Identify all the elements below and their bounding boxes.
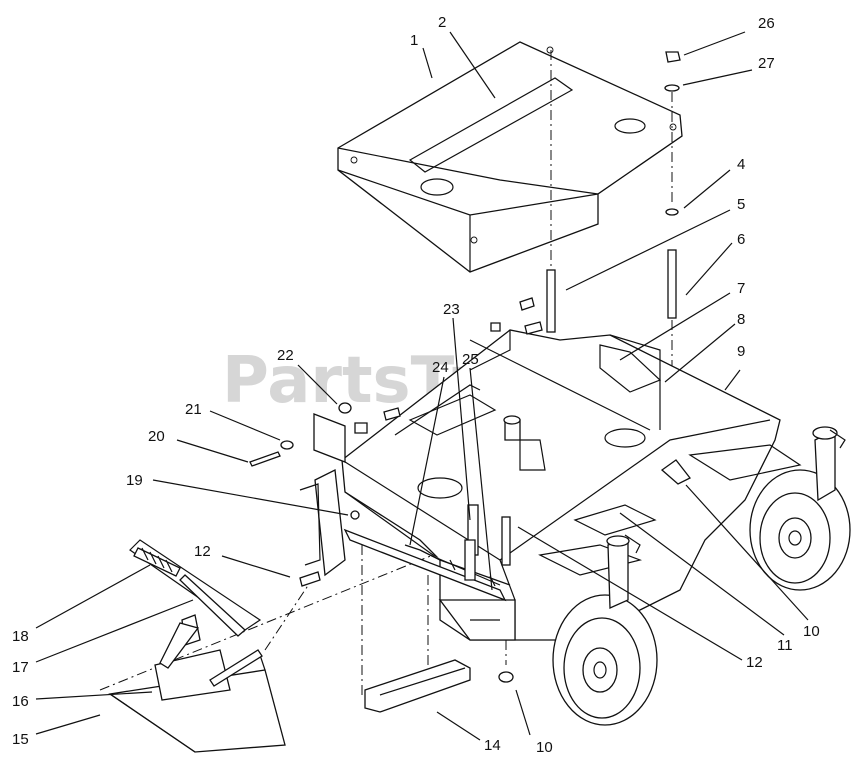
callout-9: 9 xyxy=(737,343,745,360)
callout-1: 1 xyxy=(410,32,418,49)
callout-20: 20 xyxy=(148,428,165,445)
side-bracket-hardware xyxy=(249,297,543,520)
callout-6: 6 xyxy=(737,231,745,248)
callout-leaders xyxy=(35,31,809,741)
callout-15: 15 xyxy=(12,731,29,748)
callout-10-right: 10 xyxy=(803,623,820,640)
lock-nuts xyxy=(498,459,691,683)
callout-22: 22 xyxy=(277,347,294,364)
callout-17: 17 xyxy=(12,659,29,676)
callout-5: 5 xyxy=(737,196,745,213)
callout-16: 16 xyxy=(12,693,29,710)
callout-25: 25 xyxy=(462,351,479,368)
caster-wheel-rear xyxy=(749,426,851,591)
callout-11: 11 xyxy=(777,637,793,654)
callout-labels: 1 2 4 5 6 7 8 9 10 10 11 12 12 14 15 16 … xyxy=(12,14,820,756)
callout-12-left: 12 xyxy=(194,543,211,560)
callout-27: 27 xyxy=(758,55,775,72)
caster-wheel-front xyxy=(552,534,658,726)
callout-4: 4 xyxy=(737,156,745,173)
callout-2: 2 xyxy=(438,14,446,31)
callout-8: 8 xyxy=(737,311,745,328)
front-bar-assembly xyxy=(343,504,511,602)
deck-cover xyxy=(337,41,683,273)
callout-10-bottom: 10 xyxy=(536,739,553,756)
callout-21: 21 xyxy=(185,401,202,418)
discharge-chute-assembly xyxy=(108,539,321,753)
callout-7: 7 xyxy=(737,280,745,297)
callout-12-right: 12 xyxy=(746,654,763,671)
callout-26: 26 xyxy=(758,15,775,32)
upper-hardware xyxy=(546,51,681,333)
lower-bracket xyxy=(364,659,471,713)
callout-19: 19 xyxy=(126,472,143,489)
callout-24: 24 xyxy=(432,359,449,376)
callout-14: 14 xyxy=(484,737,501,754)
callout-18: 18 xyxy=(12,628,29,645)
callout-23: 23 xyxy=(443,301,460,318)
